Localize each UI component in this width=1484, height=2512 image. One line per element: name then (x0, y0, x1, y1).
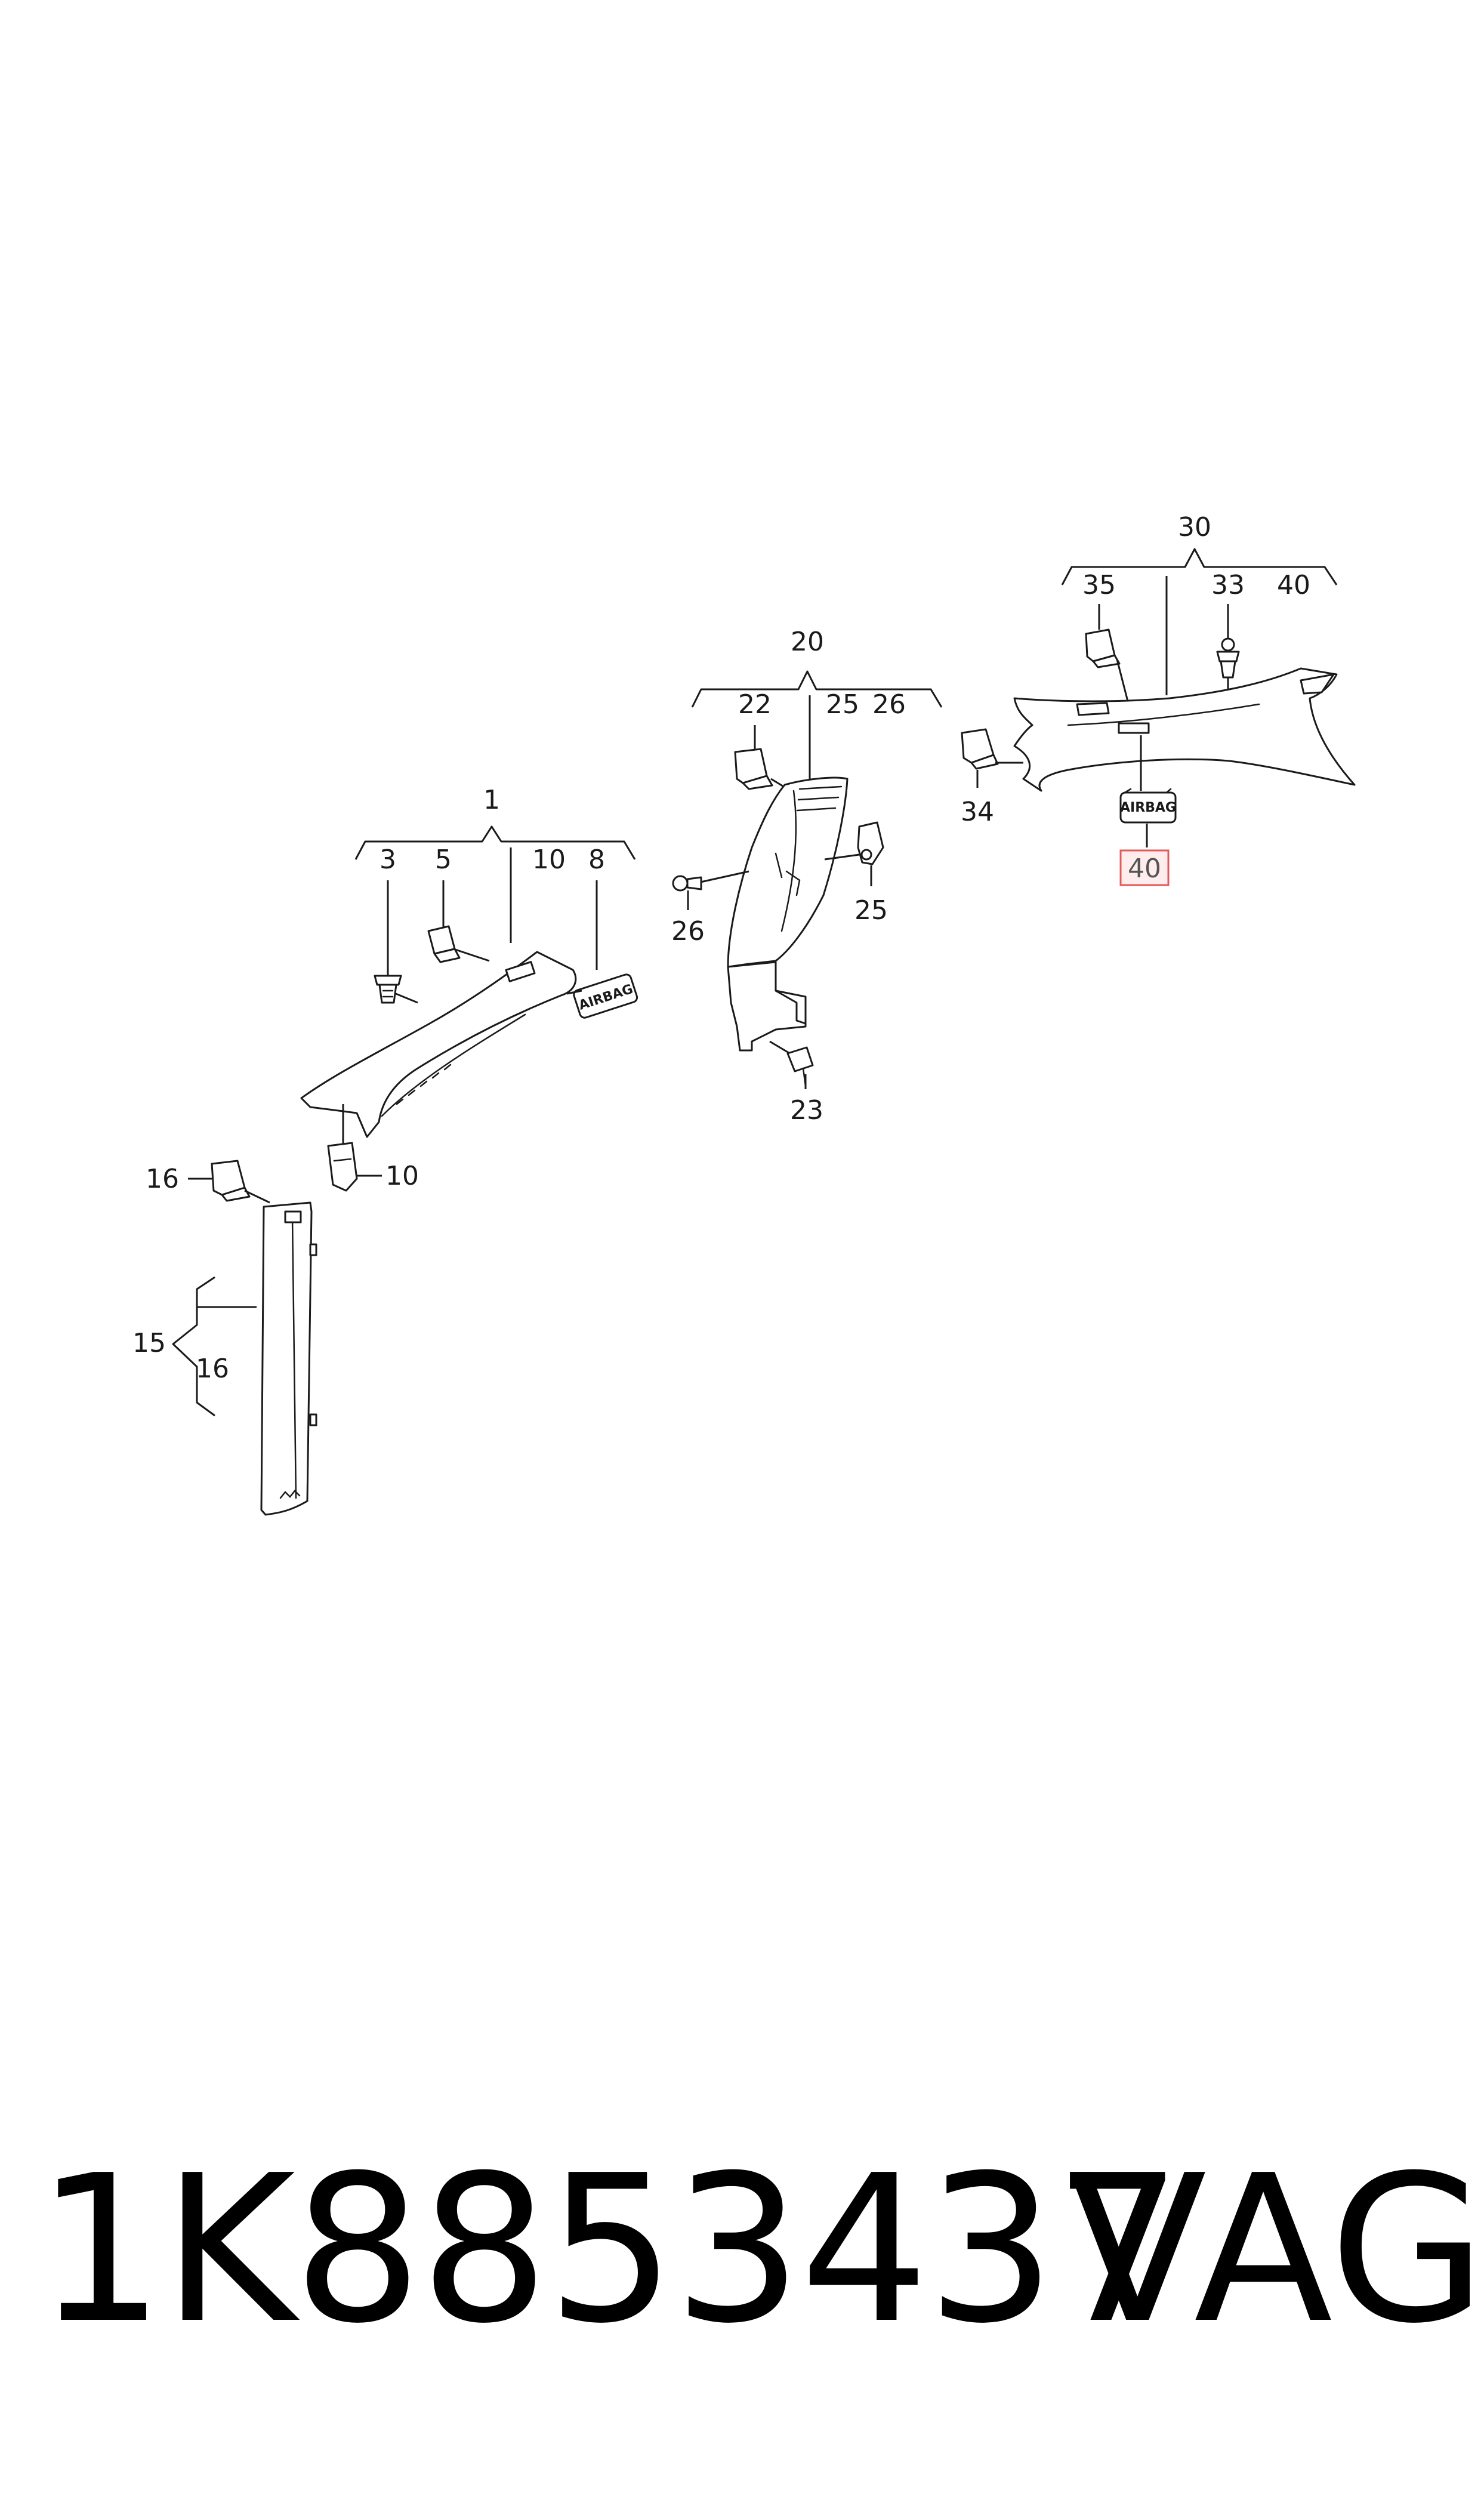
callout-26-top: 26 (872, 689, 906, 720)
b-pillar-lower-trim-foot (279, 1490, 301, 1499)
group-bracket-30 (1061, 548, 1338, 585)
clip-33-icon (1216, 637, 1240, 679)
b-pillar-lower-group: 16 15 16 (132, 1160, 317, 1516)
highlighted-part-box (1119, 849, 1170, 886)
callout-3: 3 (380, 844, 396, 875)
callout-34: 34 (961, 797, 994, 827)
clip-22-icon (734, 748, 773, 790)
screw-26-icon (672, 875, 702, 892)
callout-33: 33 (1211, 570, 1245, 600)
clip-35-icon (1085, 628, 1121, 668)
group-label-15: 15 (132, 1328, 166, 1358)
leader-35-to-trim (1116, 659, 1129, 702)
c-pillar-trim-vent (1300, 673, 1335, 695)
b-pillar-upper-trim-ribs (796, 785, 843, 812)
callout-26: 26 (671, 916, 705, 947)
c-pillar-airbag-slot (1118, 722, 1150, 734)
leader-26 (695, 870, 749, 884)
callout-25: 25 (854, 895, 888, 926)
c-pillar-group: 30 35 33 40 34 (961, 512, 1356, 886)
screw-23-icon (786, 1046, 814, 1087)
leader-16-to-trim (244, 1189, 270, 1204)
b-pillar-lower-trim-grille (284, 1210, 302, 1223)
callout-40-top: 40 (1277, 570, 1310, 600)
a-pillar-trim (300, 951, 577, 1138)
b-pillar-upper-bracket (775, 990, 807, 1025)
clip-10-bottom-icon (327, 1142, 358, 1192)
a-pillar-group: 1 3 5 10 8 AIRBAG (300, 785, 638, 1192)
group-bracket-1 (354, 825, 636, 860)
callout-25-top: 25 (826, 689, 859, 720)
clip-5-icon (427, 925, 461, 963)
clip-3-icon (374, 975, 402, 1004)
airbag-badge-8: AIRBAG (573, 973, 638, 1019)
leader-5-to-trim (453, 948, 490, 962)
part-number: 1K8853437 (36, 2132, 1183, 2368)
callout-5: 5 (435, 844, 452, 875)
c-pillar-trim-tab (1076, 702, 1110, 716)
callout-16-top: 16 (146, 1164, 179, 1194)
callout-10-bottom: 10 (385, 1161, 419, 1191)
b-pillar-lower-trim (260, 1201, 313, 1516)
a-pillar-trim-edge (381, 1013, 526, 1117)
group-bracket-15 (172, 1276, 215, 1417)
c-pillar-trim (1013, 667, 1356, 792)
clip-16-icon (211, 1160, 251, 1202)
c-pillar-trim-edge (1067, 703, 1260, 726)
airbag-badge-40: AIRBAG (1119, 788, 1177, 824)
b-pillar-lower-trim-edge (291, 1216, 297, 1499)
group-label-1: 1 (483, 785, 500, 815)
callout-16-inner: 16 (196, 1354, 229, 1384)
callout-35: 35 (1082, 570, 1116, 600)
b-pillar-upper-trim-hooks (775, 852, 801, 896)
callout-8: 8 (588, 844, 605, 875)
b-pillar-upper-group: 20 22 25 26 26 (671, 627, 943, 1126)
b-pillar-upper-trim-foot (727, 961, 807, 1052)
b-pillar-upper-trim-seam (780, 790, 797, 932)
group-label-30: 30 (1178, 512, 1211, 543)
clip-34-icon (961, 728, 999, 770)
callout-23: 23 (790, 1095, 823, 1126)
b-pillar-lower-tab-bottom (309, 1413, 317, 1426)
group-bracket-20 (691, 670, 943, 708)
highlighted-part-label: 40 (1128, 853, 1161, 884)
brand-name: VAG (1068, 2132, 1484, 2368)
a-pillar-trim-vents (396, 1064, 452, 1105)
leader-8-badge (566, 990, 582, 995)
group-label-20: 20 (791, 627, 824, 657)
part-footer: 1K8853437 VAG (0, 2125, 1484, 2375)
callout-10-top: 10 (532, 844, 566, 875)
b-pillar-lower-tab-top (309, 1243, 317, 1256)
callout-22: 22 (738, 689, 772, 720)
svg-text:AIRBAG: AIRBAG (1120, 800, 1176, 815)
clip-25-icon (857, 821, 884, 865)
leader-25-to-trim (824, 853, 860, 861)
a-pillar-slot (505, 961, 536, 982)
